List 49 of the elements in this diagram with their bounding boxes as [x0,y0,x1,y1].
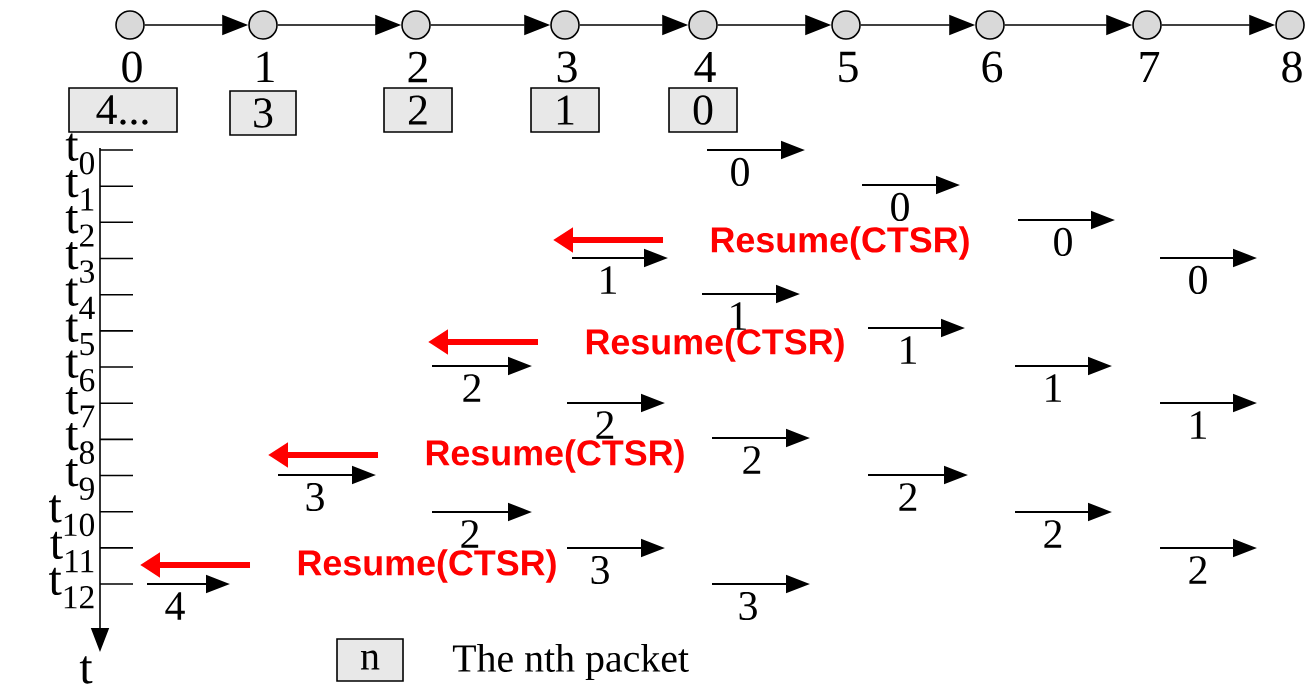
node-circle [975,10,1005,40]
node-number: 1 [257,51,274,83]
packet-box: 2 [383,87,453,133]
packet-number: 1 [901,336,916,364]
resume-label: Resume(CTSR) [298,549,556,583]
packet-box: 0 [668,87,738,133]
node-number: 5 [839,51,858,83]
packet-number: 3 [591,555,609,585]
packet-number: 2 [899,483,917,511]
node-number: 2 [408,51,427,83]
resume-label: Resume(CTSR) [711,226,969,260]
node-number: 0 [122,51,142,83]
node-circle [688,10,718,40]
packet-number: 0 [1189,265,1207,295]
packet-number: 2 [461,520,479,548]
node-number: 6 [982,51,1003,83]
packet-box: 1 [530,87,600,133]
node-number: 3 [557,51,577,83]
node-circle [401,10,431,40]
packet-number: 1 [1191,411,1206,439]
packet-number: 1 [731,302,746,330]
packet-number: 4 [165,592,185,620]
legend-text: The nth packet [452,643,689,681]
node-circle [115,10,145,40]
packet-number: 2 [463,374,481,402]
node-number: 7 [1140,52,1160,82]
packet-number: 0 [1054,227,1072,257]
node-number: 4 [694,51,716,83]
packet-number: 1 [1046,374,1061,402]
resume-label: Resume(CTSR) [586,328,844,362]
packet-number: 2 [1189,556,1207,584]
resume-label: Resume(CTSR) [426,439,684,473]
packet-number: 1 [601,266,616,294]
node-circle [1132,10,1162,40]
packet-number: 2 [743,446,761,474]
packet-box: 3 [229,90,297,136]
packet-box: 4... [68,87,178,133]
packet-number: 3 [739,591,757,621]
packet-number: 0 [891,192,909,222]
node-circle [550,10,580,40]
packet-number: 2 [1044,520,1062,548]
packet-number: 3 [306,482,324,512]
packet-number: 0 [731,157,749,187]
node-number: 8 [1282,51,1302,83]
node-circle [1275,10,1305,40]
axis-label: t [79,656,93,684]
node-circle [248,10,278,40]
node-circle [831,10,861,40]
packet-number: 2 [596,411,614,439]
